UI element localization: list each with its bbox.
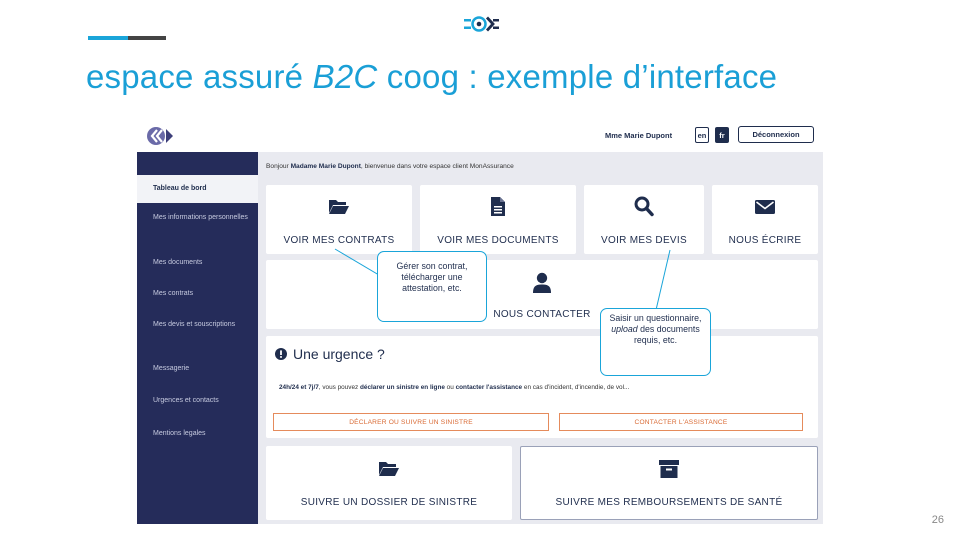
lang-en-button[interactable]: en bbox=[695, 127, 709, 143]
archive-box-icon bbox=[659, 460, 679, 478]
lang-fr-button[interactable]: fr bbox=[715, 127, 729, 143]
tile-health-refunds-label: SUIVRE MES REMBOURSEMENTS DE SANTÉ bbox=[555, 497, 783, 508]
alert-icon bbox=[275, 348, 287, 360]
folder-open-icon bbox=[329, 200, 349, 214]
tile-quotes[interactable]: VOIR MES DEVIS bbox=[584, 185, 704, 254]
document-icon bbox=[491, 197, 505, 216]
user-name: Mme Marie Dupont bbox=[605, 131, 673, 140]
folder-open-icon bbox=[379, 462, 399, 476]
logout-button[interactable]: Déconnexion bbox=[738, 126, 814, 143]
tile-write-us-label: NOUS ÉCRIRE bbox=[728, 235, 802, 246]
emergency-title: Une urgence ? bbox=[275, 346, 385, 362]
tile-contracts[interactable]: VOIR MES CONTRATS bbox=[266, 185, 412, 254]
tile-write-us[interactable]: NOUS ÉCRIRE bbox=[712, 185, 818, 254]
tile-claim-follow-up[interactable]: SUIVRE UN DOSSIER DE SINISTRE bbox=[266, 446, 512, 520]
sidebar-item-contracts[interactable]: Mes contrats bbox=[153, 290, 194, 297]
callout-quotes: Saisir un questionnaire, upload des docu… bbox=[600, 308, 711, 376]
sidebar-item-quotes[interactable]: Mes devis et souscriptions bbox=[153, 321, 236, 328]
coog-logo-icon bbox=[464, 16, 499, 32]
title-accent-bar bbox=[88, 36, 166, 40]
page-number: 26 bbox=[931, 514, 944, 526]
main-content: Bonjour Madame Marie Dupont, bienvenue d… bbox=[258, 152, 823, 524]
app-logo-icon bbox=[147, 127, 173, 145]
contact-assistance-button[interactable]: CONTACTER L'ASSISTANCE bbox=[559, 413, 803, 431]
app-screenshot: Mme Marie Dupont en fr Déconnexion Table… bbox=[137, 120, 823, 524]
sidebar: Tableau de bord Mes informations personn… bbox=[137, 152, 258, 524]
tile-contracts-label: VOIR MES CONTRATS bbox=[283, 235, 395, 246]
search-icon bbox=[634, 196, 654, 217]
envelope-icon bbox=[755, 200, 775, 214]
sidebar-item-personal-info[interactable]: Mes informations personnelles bbox=[153, 214, 248, 221]
welcome-message: Bonjour Madame Marie Dupont, bienvenue d… bbox=[266, 163, 514, 170]
tile-documents-label: VOIR MES DOCUMENTS bbox=[437, 235, 559, 246]
sidebar-item-legal[interactable]: Mentions legales bbox=[153, 430, 206, 437]
emergency-panel: Une urgence ? 24h/24 et 7j/7, vous pouve… bbox=[266, 336, 818, 438]
declare-claim-button[interactable]: DÉCLARER OU SUIVRE UN SINISTRE bbox=[273, 413, 549, 431]
user-icon bbox=[533, 272, 551, 293]
tile-contact-us-label: NOUS CONTACTER bbox=[493, 309, 591, 320]
tile-claim-follow-up-label: SUIVRE UN DOSSIER DE SINISTRE bbox=[300, 497, 478, 508]
tile-quotes-label: VOIR MES DEVIS bbox=[601, 235, 687, 246]
tile-documents[interactable]: VOIR MES DOCUMENTS bbox=[420, 185, 576, 254]
callout-contract: Gérer son contrat, télécharger une attes… bbox=[377, 251, 487, 322]
tile-contact-us[interactable]: NOUS CONTACTER bbox=[266, 260, 818, 329]
sidebar-item-documents[interactable]: Mes documents bbox=[153, 259, 203, 266]
tile-health-refunds[interactable]: SUIVRE MES REMBOURSEMENTS DE SANTÉ bbox=[520, 446, 818, 520]
sidebar-item-messaging[interactable]: Messagerie bbox=[153, 365, 190, 372]
sidebar-item-emergencies[interactable]: Urgences et contacts bbox=[153, 397, 219, 404]
slide-title: espace assuré B2C coog : exemple d’inter… bbox=[86, 58, 778, 95]
sidebar-item-dashboard[interactable]: Tableau de bord bbox=[137, 175, 258, 203]
emergency-text: 24h/24 et 7j/7, vous pouvez déclarer un … bbox=[279, 384, 630, 391]
app-header: Mme Marie Dupont en fr Déconnexion bbox=[137, 120, 823, 152]
